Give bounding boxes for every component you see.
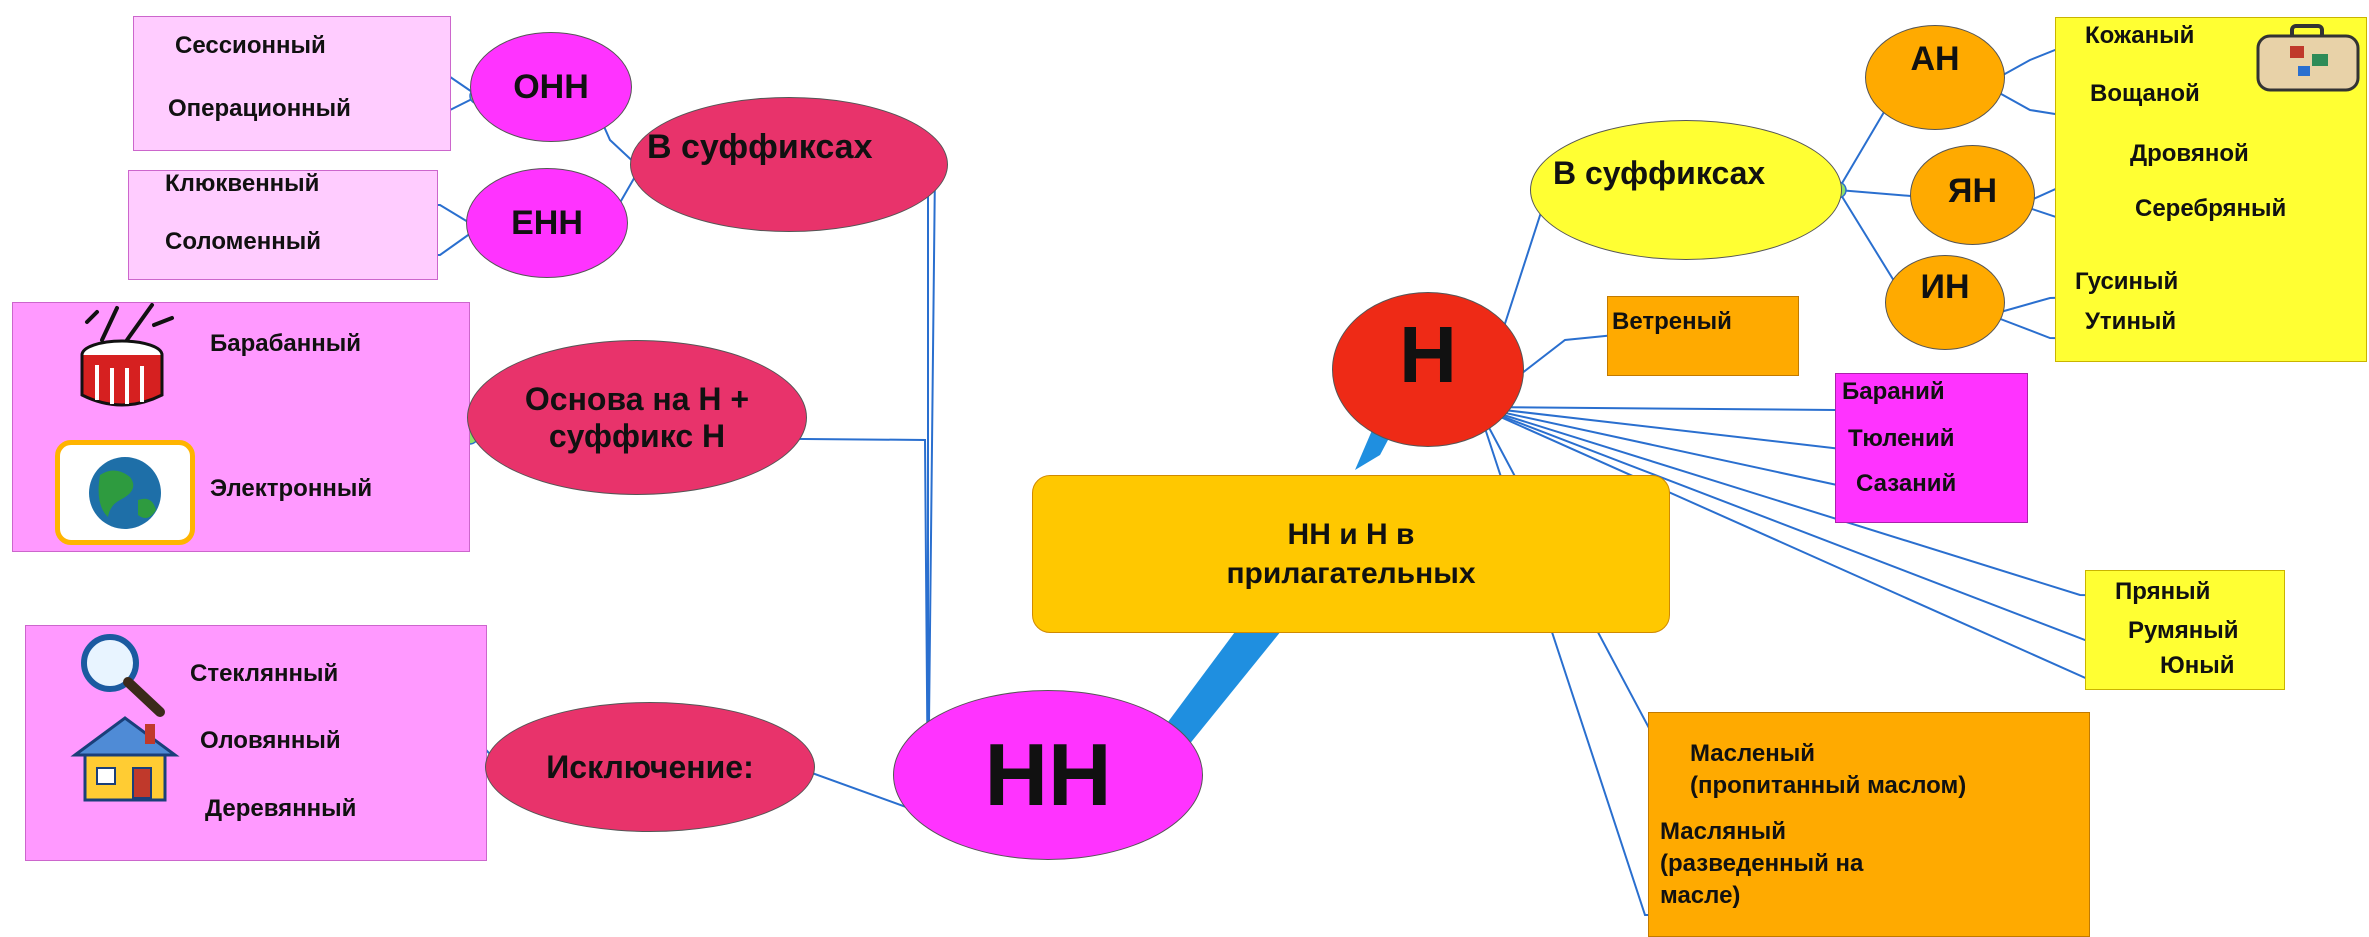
word-maslyany-note2: масле) [1660,882,1741,909]
word-utiny: Утиный [2085,308,2177,335]
n-suffix-label: В суффиксах [1553,155,1766,191]
word-vetreny: Ветреный [1612,308,1732,335]
center-topic: НН и Н в прилагательных [1032,475,1670,633]
enn-words-box [128,170,438,280]
word-drovyanoy: Дровяной [2130,140,2249,167]
base-label: Основа на Н + суффикс Н [524,380,750,454]
word-masleny-note: (пропитанный маслом) [1690,772,1967,799]
center-label: НН и Н в прилагательных [1226,518,1476,590]
word-masleny: Масленый [1690,740,1816,767]
word-voshchanoy: Вощаной [2090,80,2200,107]
word-barabanny: Барабанный [210,330,362,357]
suitcase-icon [2250,20,2365,95]
iy-words-box [1835,373,2028,523]
exceptions-label: Исключение: [546,748,754,785]
drum-icon [62,300,182,415]
word-tyuleny: Тюлений [1848,425,1955,452]
an-label: АН [1910,40,1960,78]
in-label: ИН [1920,268,1970,306]
word-solomenny: Соломенный [165,228,322,255]
word-maslyany: Масляный [1660,818,1786,845]
word-klyukvenny: Клюквенный [165,170,320,197]
nn-suffix-node: В суффиксах [630,97,948,232]
word-steklyanny: Стеклянный [190,660,339,687]
n-suffix-node: В суффиксах [1530,120,1842,260]
word-olovyanny: Оловянный [200,727,341,754]
word-kozhany: Кожаный [2085,22,2195,49]
yan-node: ЯН [1910,145,2035,245]
word-yuny: Юный [2160,652,2235,679]
n-label: Н [1399,309,1457,399]
nn-node: НН [893,690,1203,860]
word-maslyany-note1: (разведенный на [1660,850,1864,877]
an-node: АН [1865,25,2005,130]
enn-node: ЕНН [466,168,628,278]
word-sazany: Сазаний [1856,470,1957,497]
word-barany: Бараний [1842,378,1945,405]
onn-label: ОНН [513,67,589,106]
n-node: Н [1332,292,1524,447]
word-derevyanny: Деревянный [205,795,357,822]
word-elektronny: Электронный [210,475,373,502]
globe-icon [55,440,195,545]
vetreny-box [1607,296,1799,376]
yan-words-box [2085,570,2285,690]
word-gusiny: Гусиный [2075,268,2179,295]
oil-words-box [1648,712,2090,937]
nn-label: НН [984,725,1112,824]
exceptions-node: Исключение: [485,702,815,832]
in-node: ИН [1885,255,2005,350]
house-icon [55,710,195,805]
word-rumyany: Румяный [2128,617,2239,644]
word-pryany: Пряный [2115,578,2211,605]
word-operatsionny: Операционный [168,95,351,122]
base-node: Основа на Н + суффикс Н [467,340,807,495]
onn-words-box [133,16,451,151]
nn-suffix-label: В суффиксах [647,128,873,166]
word-serebryany: Серебряный [2135,195,2287,222]
yan-label: ЯН [1948,172,1997,210]
word-sessionny: Сессионный [175,32,326,59]
enn-label: ЕНН [511,203,583,242]
onn-node: ОНН [470,32,632,142]
magnifier-icon [70,628,170,718]
